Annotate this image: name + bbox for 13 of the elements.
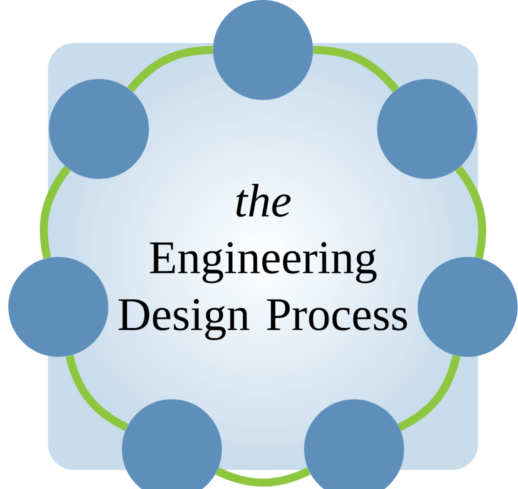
step-circle [418,256,518,357]
ring-arc [455,166,486,259]
step-circle [213,0,313,100]
ring-arc [313,46,399,92]
ring-arc [216,467,310,487]
step-circle [377,79,478,179]
ring-arc [398,354,460,431]
ring-arc [40,166,71,259]
step-circle [8,256,108,357]
ring-arc [127,46,213,92]
step-circle [48,79,149,179]
ring-arc [66,354,129,431]
title: the Engineering Design Process [118,184,407,340]
